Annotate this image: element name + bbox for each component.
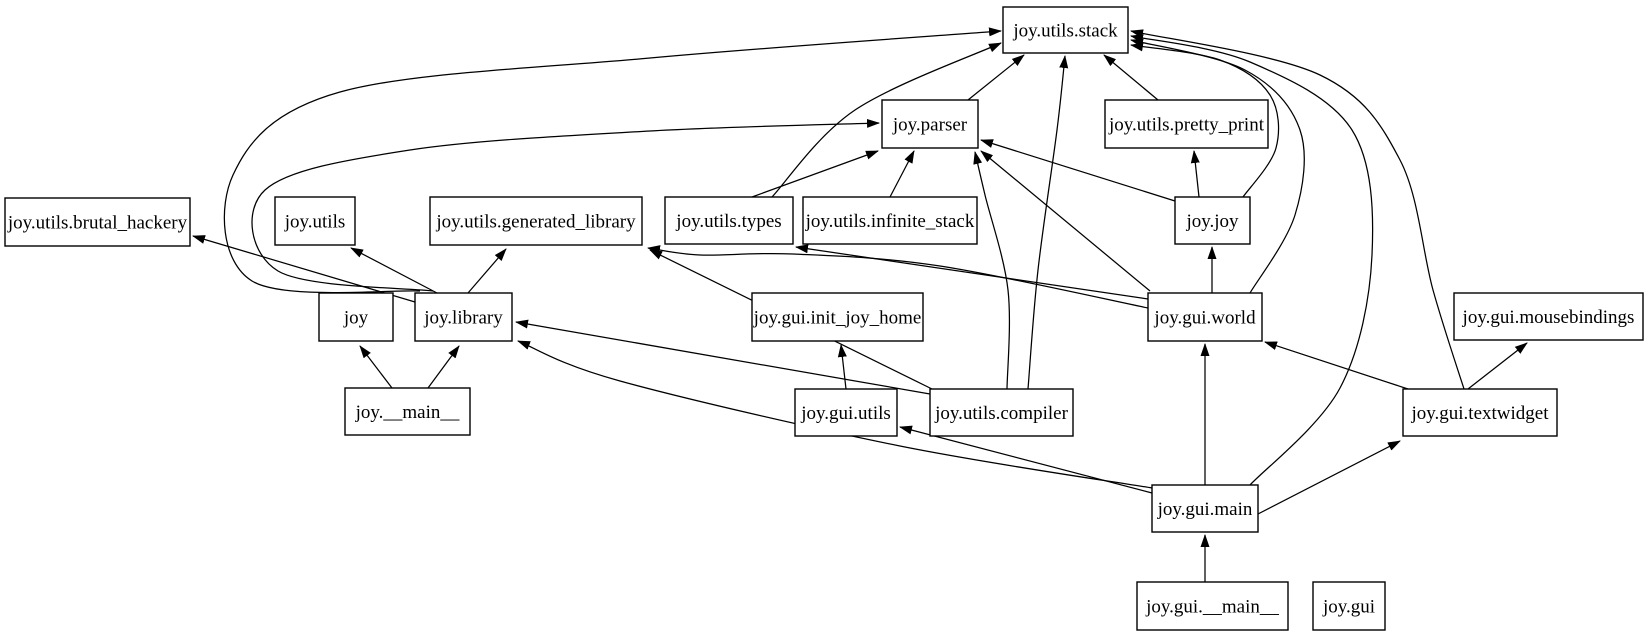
edge-joy_gui_textwidget-to-joy_gui_world [1264, 341, 1409, 390]
edge-joy_library-to-joy_utils_stack [223, 27, 1002, 294]
node-label-joy_main: joy.__main__ [355, 402, 460, 423]
node-label-joy_utils_stack: joy.utils.stack [1012, 21, 1118, 42]
graph-node-joy_gui_mousebindings: joy.gui.mousebindings [1453, 292, 1644, 341]
node-box-joy_gui_textwidget [1402, 388, 1558, 437]
graph-node-joy_utils_stack: joy.utils.stack [1002, 6, 1129, 54]
edges-layer [192, 27, 1528, 582]
node-box-joy_gui_main [1151, 484, 1259, 533]
graph-node-joy_utils: joy.utils [274, 196, 356, 246]
node-label-joy_gui_world: joy.gui.world [1153, 308, 1256, 329]
edge-joy_gui_world-to-joy_utils_stack [1130, 38, 1305, 294]
edge-joy_utils_infinite_stack-to-joy_parser [889, 150, 915, 198]
edge-joy_library-to-joy_utils_brutal_hackery [192, 235, 416, 303]
node-label-joy_utils_compiler: joy.utils.compiler [934, 403, 1068, 424]
graph-node-joy: joy [318, 292, 394, 342]
node-label-joy_gui_init_joy_home: joy.gui.init_joy_home [753, 308, 922, 329]
edge-joy_parser-to-joy_utils_stack [967, 54, 1025, 101]
node-label-joy_utils_types: joy.utils.types [675, 211, 781, 232]
node-box-joy_utils_infinite_stack [802, 196, 978, 245]
edge-joy_utils_compiler-to-joy_library [515, 319, 931, 395]
node-box-joy_library [414, 292, 513, 342]
graph-node-joy_gui_main_module: joy.gui.__main__ [1136, 581, 1289, 631]
edge-joy_joy-to-joy_utils_stack [1130, 42, 1280, 198]
graph-node-joy_parser: joy.parser [881, 99, 979, 149]
graph-node-joy_gui_main: joy.gui.main [1151, 484, 1259, 533]
node-box-joy_gui_main_module [1136, 581, 1289, 631]
node-label-joy_utils_generated_library: joy.utils.generated_library [435, 212, 636, 233]
edge-joy_gui_main-to-joy_gui_utils [899, 425, 1153, 494]
node-label-joy_gui_main_module: joy.gui.__main__ [1145, 597, 1279, 618]
graph-node-joy_gui_textwidget: joy.gui.textwidget [1402, 388, 1558, 437]
graph-node-joy_joy: joy.joy [1174, 196, 1251, 245]
node-label-joy_gui_main: joy.gui.main [1157, 499, 1253, 520]
node-label-joy_utils_infinite_stack: joy.utils.infinite_stack [805, 211, 975, 232]
edge-joy_joy-to-joy_parser [980, 139, 1176, 202]
node-box-joy_utils_brutal_hackery [4, 197, 191, 247]
edge-joy_main-to-joy_library [427, 345, 460, 389]
edge-joy_gui_main-to-joy_gui_textwidget [1257, 440, 1401, 515]
edge-joy_main-to-joy [359, 345, 393, 389]
edge-joy_utils_compiler-to-joy_utils_stack [1027, 55, 1069, 390]
node-label-joy_gui_textwidget: joy.gui.textwidget [1410, 403, 1549, 424]
node-label-joy_gui: joy.gui [1322, 597, 1375, 618]
node-box-joy_utils [274, 196, 356, 246]
edge-joy_library-to-joy_parser [251, 118, 880, 292]
graph-node-joy_utils_brutal_hackery: joy.utils.brutal_hackery [4, 197, 191, 247]
edge-joy_utils_types-to-joy_parser [751, 150, 879, 198]
graph-node-joy_utils_infinite_stack: joy.utils.infinite_stack [802, 196, 978, 245]
graph-node-joy_library: joy.library [414, 292, 513, 342]
node-box-joy_gui_world [1147, 292, 1263, 342]
graph-node-joy_utils_pretty_print: joy.utils.pretty_print [1104, 99, 1269, 149]
node-box-joy_utils_pretty_print [1104, 99, 1269, 149]
node-label-joy: joy [343, 308, 369, 329]
edge-joy_gui_textwidget-to-joy_utils_stack [1130, 29, 1465, 390]
edge-joy_gui_world-to-joy_parser [980, 150, 1151, 292]
nodes-layer: joy.utils.stack joy.parser joy.utils.prett… [4, 6, 1644, 631]
edge-joy_gui_world-to-joy_utils_generated_library [647, 245, 1149, 309]
edge-joy_gui_utils-to-joy_gui_init_joy_home [837, 344, 847, 390]
node-box-joy_utils_types [664, 196, 794, 245]
edge-joy_library-to-joy_utils_generated_library [467, 248, 507, 294]
node-box-joy_joy [1174, 196, 1251, 245]
node-box-joy_parser [881, 99, 979, 149]
graph-node-joy_utils_types: joy.utils.types [664, 196, 794, 245]
node-box-joy [318, 292, 394, 342]
node-box-joy_main [344, 387, 471, 436]
graph-node-joy_gui_world: joy.gui.world [1147, 292, 1263, 342]
node-label-joy_parser: joy.parser [892, 115, 968, 136]
node-label-joy_gui_mousebindings: joy.gui.mousebindings [1462, 307, 1635, 328]
graph-node-joy_utils_compiler: joy.utils.compiler [929, 388, 1074, 437]
edge-joy_utils_compiler-to-joy_parser [973, 151, 1011, 390]
node-label-joy_utils_brutal_hackery: joy.utils.brutal_hackery [7, 213, 188, 234]
edge-joy_utils_types-to-joy_utils_stack [771, 42, 1002, 198]
node-label-joy_joy: joy.joy [1185, 211, 1239, 232]
node-box-joy_utils_stack [1002, 6, 1129, 54]
graph-node-joy_main: joy.__main__ [344, 387, 471, 436]
graph-node-joy_utils_generated_library: joy.utils.generated_library [429, 196, 643, 246]
node-label-joy_utils: joy.utils [284, 212, 346, 233]
node-box-joy_utils_compiler [929, 388, 1074, 437]
edge-joy_utils_pretty_print-to-joy_utils_stack [1103, 54, 1159, 101]
edge-joy_gui_world-to-joy_utils_types [795, 244, 1149, 300]
node-label-joy_library: joy.library [423, 308, 503, 329]
node-box-joy_gui_utils [794, 388, 898, 437]
edge-joy_library-to-joy_utils [350, 247, 438, 294]
node-label-joy_gui_utils: joy.gui.utils [800, 403, 891, 424]
node-box-joy_utils_generated_library [429, 196, 643, 246]
node-box-joy_gui_init_joy_home [751, 292, 924, 342]
edge-joy_gui_main-to-joy_utils_stack [1130, 34, 1374, 486]
graph-node-joy_gui_utils: joy.gui.utils [794, 388, 898, 437]
graph-node-joy_gui: joy.gui [1312, 581, 1386, 631]
node-box-joy_gui [1312, 581, 1386, 631]
edge-joy_gui_textwidget-to-joy_gui_mousebindings [1467, 342, 1528, 390]
edge-joy_joy-to-joy_utils_pretty_print [1190, 150, 1200, 198]
node-label-joy_utils_pretty_print: joy.utils.pretty_print [1108, 115, 1265, 136]
graph-node-joy_gui_init_joy_home: joy.gui.init_joy_home [751, 292, 924, 342]
node-box-joy_gui_mousebindings [1453, 292, 1644, 341]
